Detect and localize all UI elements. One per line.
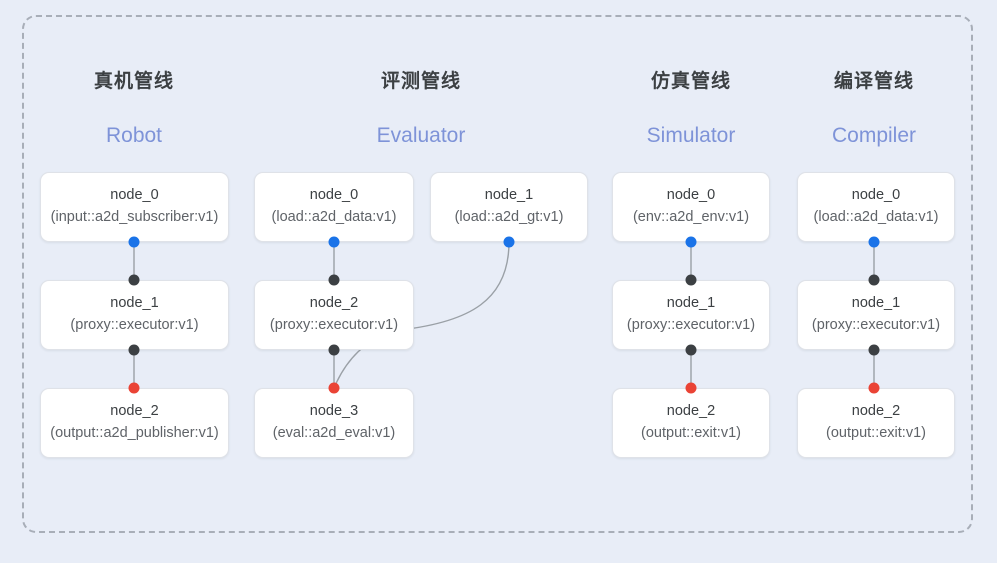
node-spec-label: (eval::a2d_eval:v1) [272, 425, 396, 441]
output-port-r2[interactable] [128, 382, 140, 394]
proxy-port-e2[interactable] [328, 274, 340, 286]
proxy-port-c1[interactable] [868, 274, 880, 286]
node-name-label: node_2 [309, 295, 359, 312]
node-spec-label: (output::exit:v1) [641, 425, 741, 441]
column-title-cn-compiler: 编译管线 [833, 71, 915, 92]
proxy-port-s1[interactable] [685, 344, 697, 356]
node-name-label: node_0 [851, 187, 901, 204]
node-box-c2[interactable]: node_2(output::exit:v1) [797, 388, 955, 458]
node-name-label: node_1 [484, 187, 534, 204]
column-title-cn-evaluator: 评测管线 [380, 71, 462, 92]
node-name-label: node_1 [851, 295, 901, 312]
node-name-label: node_2 [666, 403, 716, 420]
proxy-port-r1[interactable] [128, 344, 140, 356]
node-box-e0[interactable]: node_0(load::a2d_data:v1) [254, 172, 414, 242]
node-box-e1[interactable]: node_1(load::a2d_gt:v1) [430, 172, 588, 242]
column-title-cn-robot: 真机管线 [93, 71, 175, 92]
proxy-port-c1[interactable] [868, 344, 880, 356]
column-title-en-simulator: Simulator [646, 124, 736, 147]
node-name-label: node_1 [666, 295, 716, 312]
input-port-e0[interactable] [328, 236, 340, 248]
output-port-c2[interactable] [868, 382, 880, 394]
node-box-e2[interactable]: node_2(proxy::executor:v1) [254, 280, 414, 350]
node-name-label: node_2 [110, 403, 159, 420]
node-spec-label: (proxy::executor:v1) [70, 317, 199, 333]
output-port-s2[interactable] [685, 382, 697, 394]
column-title-en-compiler: Compiler [831, 124, 917, 147]
node-name-label: node_0 [666, 187, 716, 204]
node-box-s1[interactable]: node_1(proxy::executor:v1) [612, 280, 770, 350]
node-name-label: node_1 [110, 295, 159, 312]
node-box-e3[interactable]: node_3(eval::a2d_eval:v1) [254, 388, 414, 458]
node-box-r0[interactable]: node_0(input::a2d_subscriber:v1) [40, 172, 229, 242]
column-title-cn-simulator: 仿真管线 [650, 71, 732, 92]
node-spec-label: (output::a2d_publisher:v1) [50, 425, 219, 441]
node-spec-label: (load::a2d_data:v1) [271, 209, 397, 225]
proxy-port-e2[interactable] [328, 344, 340, 356]
node-name-label: node_3 [309, 403, 359, 420]
node-spec-label: (output::exit:v1) [826, 425, 926, 441]
node-spec-label: (input::a2d_subscriber:v1) [50, 209, 219, 225]
input-port-c0[interactable] [868, 236, 880, 248]
input-port-r0[interactable] [128, 236, 140, 248]
node-box-c0[interactable]: node_0(load::a2d_data:v1) [797, 172, 955, 242]
proxy-port-s1[interactable] [685, 274, 697, 286]
node-spec-label: (env::a2d_env:v1) [632, 209, 750, 225]
diagram-frame [22, 15, 973, 533]
node-spec-label: (load::a2d_data:v1) [813, 209, 939, 225]
node-box-c1[interactable]: node_1(proxy::executor:v1) [797, 280, 955, 350]
node-box-s0[interactable]: node_0(env::a2d_env:v1) [612, 172, 770, 242]
node-spec-label: (proxy::executor:v1) [269, 317, 399, 333]
node-box-r2[interactable]: node_2(output::a2d_publisher:v1) [40, 388, 229, 458]
input-port-s0[interactable] [685, 236, 697, 248]
node-spec-label: (load::a2d_gt:v1) [454, 209, 564, 225]
column-title-en-robot: Robot [105, 124, 163, 147]
node-box-s2[interactable]: node_2(output::exit:v1) [612, 388, 770, 458]
input-port-e1[interactable] [503, 236, 515, 248]
column-title-en-evaluator: Evaluator [376, 124, 466, 147]
output-port-e3[interactable] [328, 382, 340, 394]
node-box-r1[interactable]: node_1(proxy::executor:v1) [40, 280, 229, 350]
node-name-label: node_2 [851, 403, 901, 420]
node-spec-label: (proxy::executor:v1) [811, 317, 941, 333]
node-name-label: node_0 [309, 187, 359, 204]
proxy-port-r1[interactable] [128, 274, 140, 286]
node-name-label: node_0 [110, 187, 159, 204]
node-spec-label: (proxy::executor:v1) [626, 317, 756, 333]
